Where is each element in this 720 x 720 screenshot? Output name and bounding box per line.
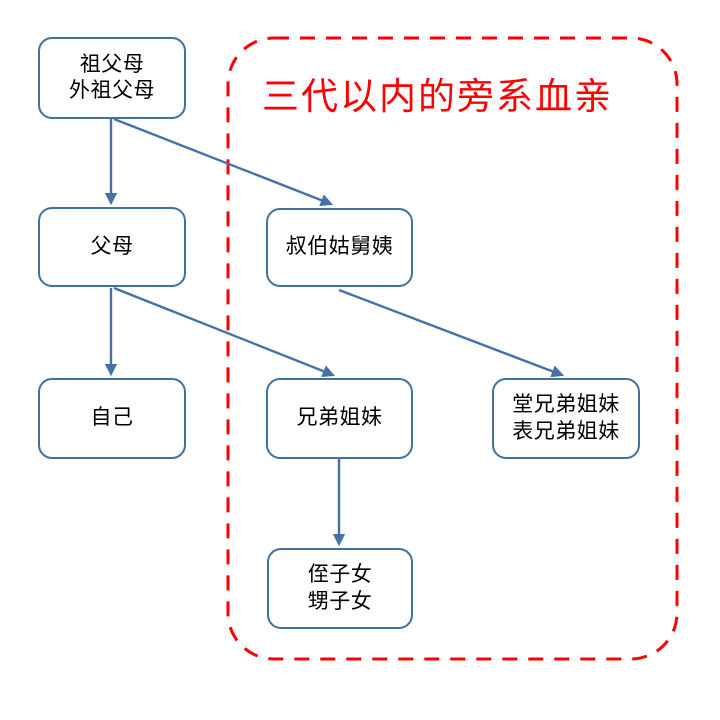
node-grandparents[interactable]: 祖父母 外祖父母 xyxy=(38,37,186,119)
region-label-collateral-relatives: 三代以内的旁系血亲 xyxy=(262,76,613,117)
node-uncles-aunts-line1: 叔伯姑舅姨 xyxy=(285,235,394,259)
node-nieces-nephews[interactable]: 侄子女 甥子女 xyxy=(267,548,413,629)
node-nieces-nephews-line2: 甥子女 xyxy=(307,589,373,613)
node-grandparents-line1: 祖父母 xyxy=(79,52,145,76)
node-parents[interactable]: 父母 xyxy=(38,207,186,287)
node-self-line1: 自己 xyxy=(90,406,134,430)
node-parents-line1: 父母 xyxy=(90,234,134,258)
edge-parents-siblings xyxy=(113,286,336,378)
node-siblings-line1: 兄弟姐妹 xyxy=(296,406,383,430)
node-self[interactable]: 自己 xyxy=(38,378,186,459)
node-nieces-nephews-line1: 侄子女 xyxy=(307,563,373,587)
node-cousins-line2: 表兄弟姐妹 xyxy=(512,419,620,443)
node-grandparents-line2: 外祖父母 xyxy=(69,79,155,102)
edge-uncles-aunts-cousins xyxy=(338,288,565,378)
node-cousins-line1: 堂兄弟姐妹 xyxy=(512,393,620,417)
node-siblings[interactable]: 兄弟姐妹 xyxy=(266,378,413,459)
node-cousins[interactable]: 堂兄弟姐妹 表兄弟姐妹 xyxy=(492,378,640,459)
edge-grandparents-uncles-aunts xyxy=(113,117,334,207)
node-uncles-aunts[interactable]: 叔伯姑舅姨 xyxy=(266,208,413,287)
